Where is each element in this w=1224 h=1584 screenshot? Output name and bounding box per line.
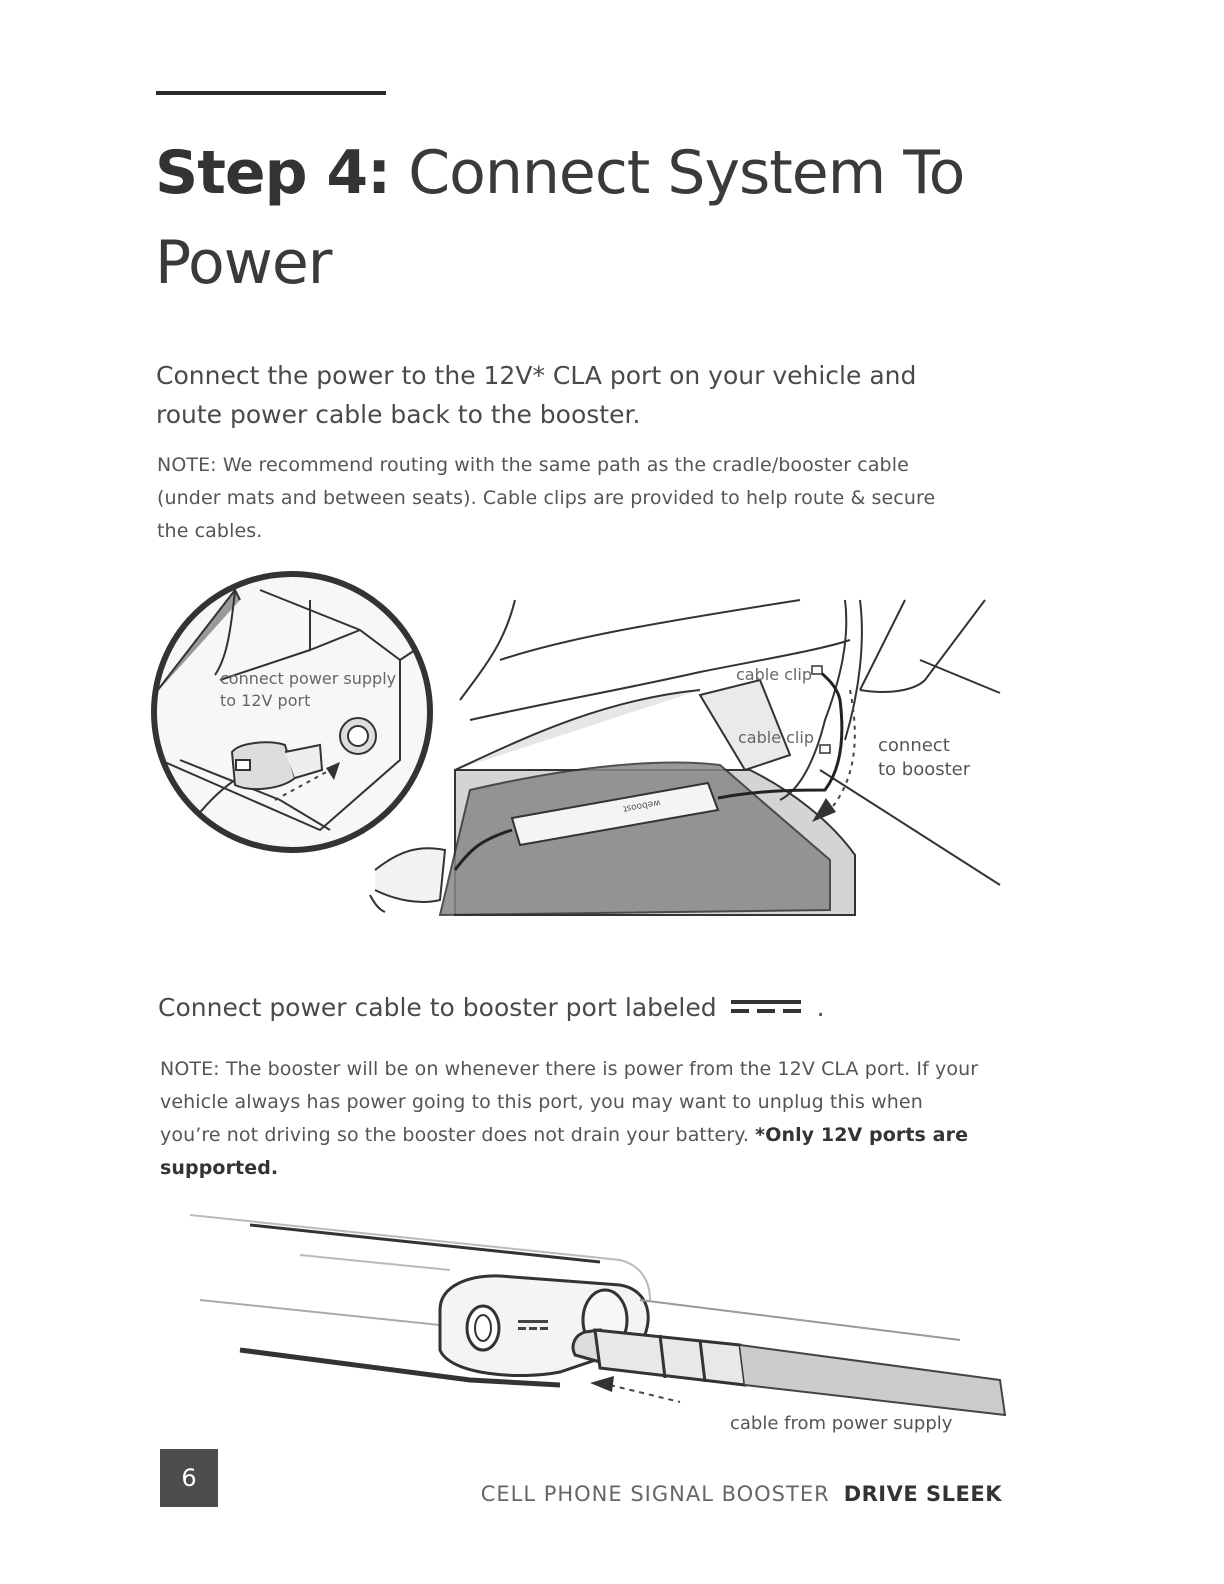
plug-arrowhead — [590, 1376, 614, 1392]
connect-arrow — [829, 689, 856, 811]
page-number: 6 — [160, 1449, 218, 1507]
connect-port-label: Connect power cable to booster port labe… — [158, 993, 717, 1022]
cable-clip-bottom-marker — [819, 744, 831, 754]
routing-note: NOTE: We recommend routing with the same… — [157, 454, 936, 542]
footer-text: CELL PHONE SIGNAL BOOSTER DRIVE SLEEK — [481, 1482, 1002, 1506]
inset-label-line2: to 12V port — [220, 691, 310, 710]
booster-port-illustration: cable from power supply — [189, 1214, 1007, 1434]
inset-12v-port-detail: connect power supply to 12V port — [151, 571, 433, 853]
inset-label-line1: connect power supply — [220, 669, 396, 688]
cable-clip-label-top: cable clip — [736, 665, 812, 684]
power-plug — [571, 1288, 1007, 1417]
cable-clip-top-marker — [811, 665, 823, 675]
plug-arrow — [609, 1384, 681, 1403]
dc-port-icon — [729, 990, 805, 1029]
heading-rule — [156, 91, 386, 95]
page-title: Step 4: Connect System To Power — [155, 128, 1055, 308]
power-cable-route — [453, 670, 844, 871]
step-label: Step 4: — [155, 138, 391, 208]
connect-port-text: Connect power cable to booster port labe… — [158, 988, 1058, 1029]
connect-label-line2: to booster — [878, 759, 971, 780]
power-note-text: NOTE: The booster will be on whenever th… — [160, 1058, 979, 1146]
connect-label-line1: connect — [878, 735, 950, 756]
cable-source-label: cable from power supply — [730, 1413, 953, 1434]
booster-device: weboost — [510, 781, 720, 847]
connect-arrowhead — [812, 798, 836, 822]
step-title: Connect System To Power — [155, 138, 965, 298]
cable-clip-label-bottom: cable clip — [738, 728, 814, 747]
footer-model: DRIVE SLEEK — [843, 1482, 1002, 1506]
intro-text: Connect the power to the 12V* CLA port o… — [156, 361, 917, 429]
booster-dc-port-marking — [518, 1320, 548, 1330]
connect-port-suffix: . — [816, 993, 825, 1022]
footer-product: CELL PHONE SIGNAL BOOSTER — [480, 1482, 830, 1506]
vehicle-floor-scene — [369, 599, 1001, 917]
vehicle-routing-illustration: weboost cable clip cable clip connect to… — [151, 571, 1001, 917]
power-note: NOTE: The booster will be on whenever th… — [160, 1053, 980, 1185]
supported-ports-warning: *Only 12V ports are supported. — [160, 1124, 969, 1179]
booster-body — [189, 1214, 651, 1388]
